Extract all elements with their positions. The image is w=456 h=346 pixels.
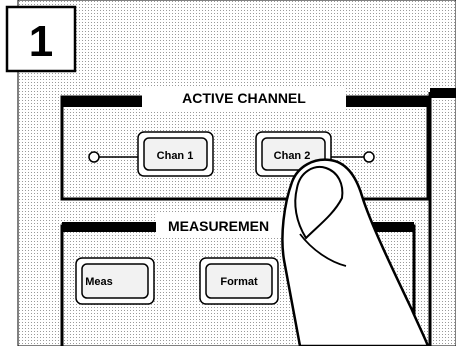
measurement-title: MEASUREMEN: [168, 218, 269, 234]
active-channel-title: ACTIVE CHANNEL: [182, 90, 306, 106]
led-indicator-icon: [88, 151, 100, 163]
format-label: Format: [220, 276, 258, 288]
meas-button[interactable]: Meas: [75, 257, 155, 305]
led-indicator-icon: [363, 151, 375, 163]
chan-1-label: Chan 1: [157, 150, 194, 162]
chan-2-label: Chan 2: [274, 150, 311, 162]
meas-label: Meas: [85, 276, 113, 288]
pressing-finger-icon: [281, 158, 430, 346]
format-button[interactable]: Format: [199, 257, 279, 305]
chan-2-led: [331, 151, 375, 163]
active-channel-group: ACTIVE CHANNEL: [60, 86, 430, 201]
chan-1-led: [88, 151, 138, 163]
step-number: 1: [29, 17, 53, 66]
step-badge: 1: [5, 5, 77, 73]
adjacent-panel-group: [428, 88, 456, 346]
chan-1-button[interactable]: Chan 1: [137, 131, 214, 177]
